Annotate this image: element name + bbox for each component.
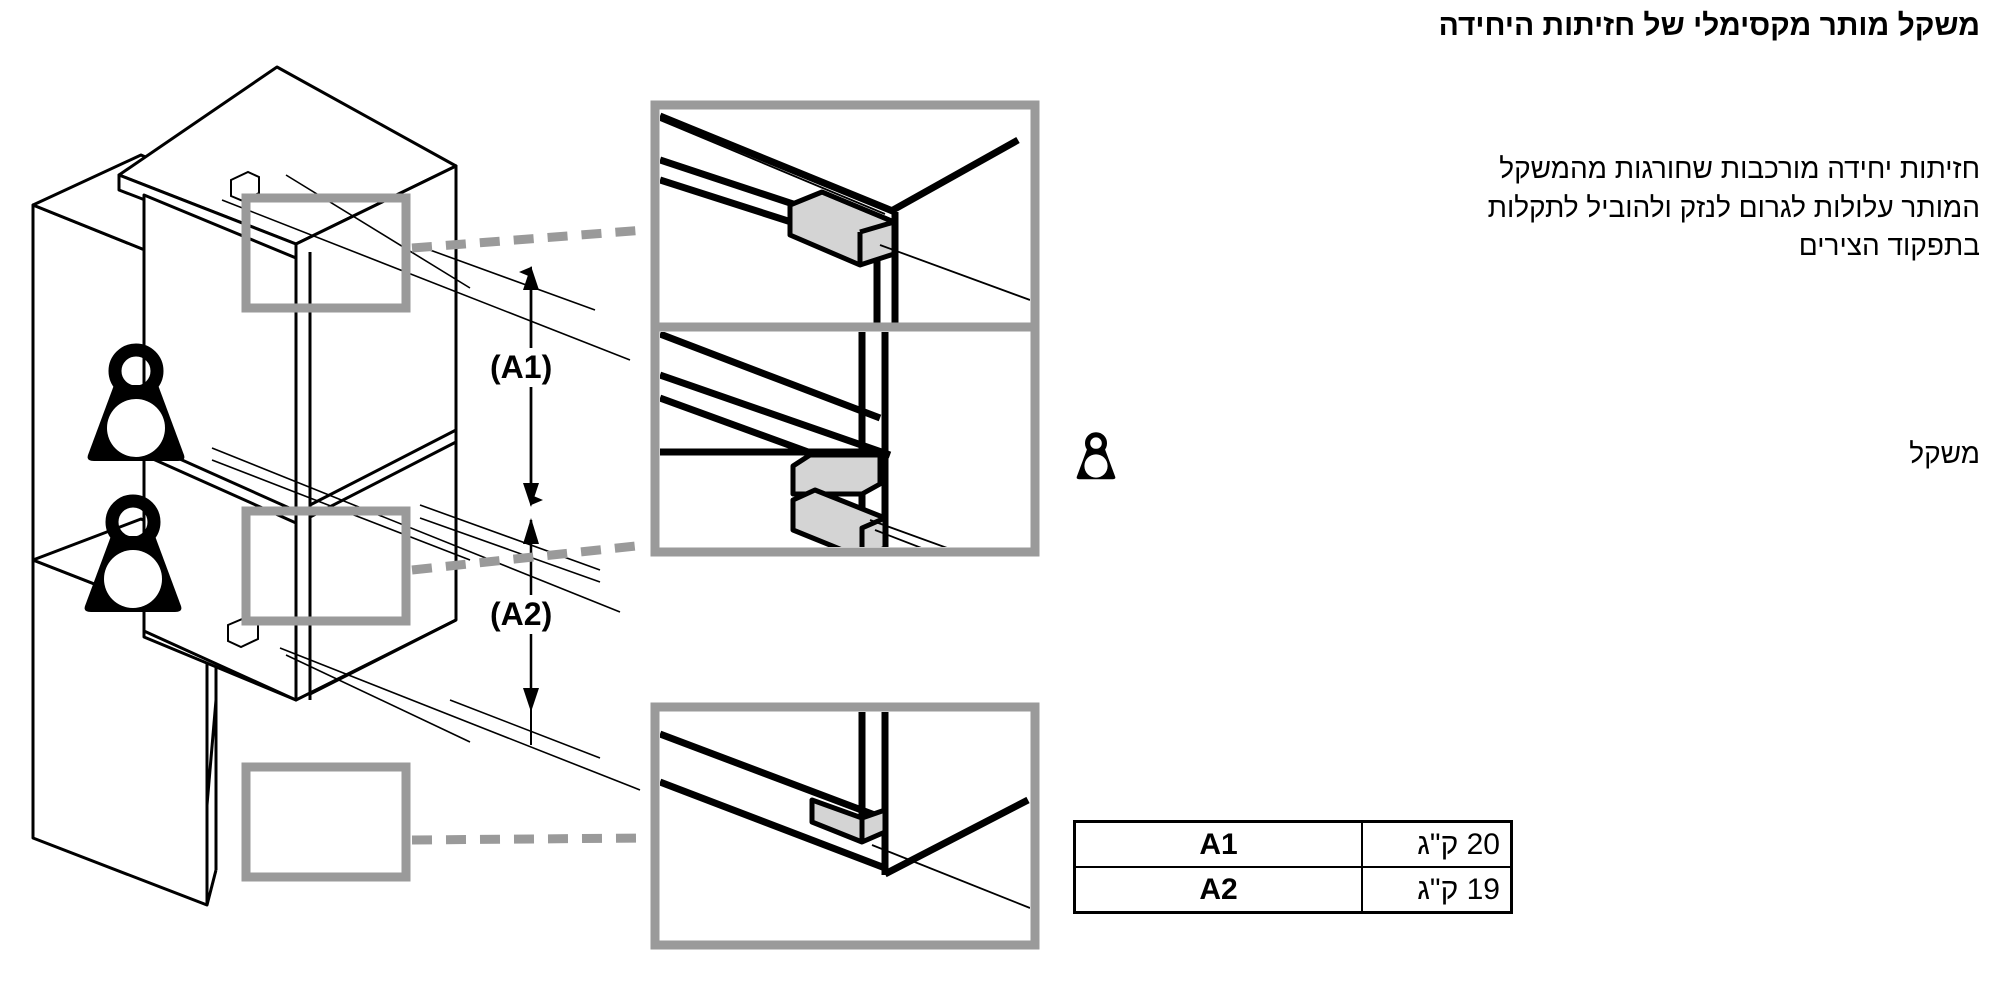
table-cell-code: A2 xyxy=(1073,866,1363,914)
page-title: משקל מותר מקסימלי של חזיתות היחידה xyxy=(1438,9,1980,42)
table-cell-value: 19 ק"ג xyxy=(1361,866,1513,914)
dimension-label-a2: (A2) xyxy=(485,595,558,634)
leader-middle xyxy=(411,540,646,575)
table-body: A1 20 ק"ג A2 19 ק"ג xyxy=(1073,820,1513,914)
table-row: A2 19 ק"ג xyxy=(1073,866,1513,914)
weight-icon xyxy=(87,343,185,461)
leader-top xyxy=(411,225,646,253)
door-panel-upper xyxy=(31,153,226,807)
callout-frame-middle xyxy=(241,506,411,626)
callout-frame-top xyxy=(241,193,411,313)
hinge-part-middle-lower xyxy=(790,487,888,547)
hinge-part-top xyxy=(787,189,897,268)
body-line-2: המותר עלולות לגרום לנזק ולהוביל לתקלות xyxy=(1487,191,1980,223)
body-line-1: חזיתות יחידה מורכבות שחורגות מהמשקל xyxy=(1499,153,1980,184)
max-weight-table: A1 20 ק"ג A2 19 ק"ג xyxy=(1073,820,1513,914)
weight-icon xyxy=(1076,432,1116,480)
table-cell-value: 20 ק"ג xyxy=(1361,820,1513,868)
leader-bottom xyxy=(411,833,646,845)
hinge-part-middle-upper xyxy=(790,452,883,497)
dimension-label-a1: (A1) xyxy=(485,348,558,387)
hinge-block-bottom xyxy=(227,615,259,649)
hinge-part-bottom xyxy=(809,797,888,845)
weight-legend-label: משקל xyxy=(1909,438,1980,469)
table-row: A1 20 ק"ג xyxy=(1073,820,1513,868)
body-line-3: בתפקוד הצירים xyxy=(1798,230,1980,262)
table-cell-code: A1 xyxy=(1073,820,1363,868)
hinge-block-top xyxy=(230,170,260,203)
dimension-witness-lines xyxy=(419,249,601,759)
weight-icon xyxy=(84,494,182,612)
callout-frame-bottom xyxy=(241,762,411,882)
body-paragraph: חזיתות יחידה מורכבות שחורגות מהמשקל המות… xyxy=(980,150,1980,266)
reference-leader-lines xyxy=(211,174,641,791)
